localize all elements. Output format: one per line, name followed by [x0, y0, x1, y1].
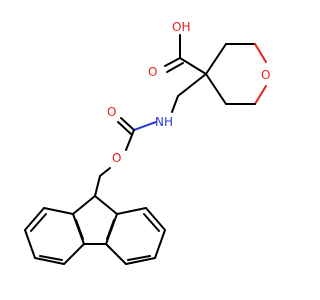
bond [179, 57, 207, 75]
bond [43, 207, 74, 215]
bond [120, 117, 135, 131]
bond [166, 62, 184, 73]
bond [116, 207, 147, 215]
bond [94, 175, 101, 197]
bond [39, 255, 63, 261]
atom-label-acid-oh: OH [172, 20, 190, 34]
bond [105, 243, 127, 265]
bond [125, 129, 135, 151]
bond [117, 121, 132, 135]
bond [171, 95, 179, 113]
bond [106, 219, 115, 240]
bond [164, 57, 181, 67]
bond [30, 213, 47, 232]
carbamate-linker [94, 73, 207, 197]
bond [34, 257, 65, 265]
molecule-diagram: OH O O NH O O [24, 20, 270, 265]
atom-label-acid-o: O [148, 65, 157, 79]
bond [75, 219, 84, 240]
bond [24, 207, 45, 231]
carboxylic-acid-group [164, 34, 207, 75]
tetrahydropyran-ring [205, 43, 267, 105]
bond [125, 257, 156, 265]
bond [177, 73, 207, 97]
bond [143, 213, 160, 232]
atom-label-amide-nh: NH [155, 115, 173, 129]
atom-label-ester-o: O [112, 151, 121, 165]
bond [72, 195, 96, 215]
bond [205, 73, 227, 105]
bond [99, 167, 111, 177]
bond [205, 43, 227, 75]
bond [94, 195, 118, 215]
fluorene-system [24, 195, 166, 265]
bond [254, 85, 267, 105]
bond [63, 243, 85, 265]
atom-label-carbamate-o: O [107, 105, 116, 119]
bond [133, 121, 157, 131]
bond [254, 43, 267, 63]
atom-label-ring-o: O [261, 68, 270, 82]
bond [127, 255, 151, 261]
bond [24, 229, 36, 259]
bond [154, 229, 166, 259]
bond [145, 207, 166, 231]
